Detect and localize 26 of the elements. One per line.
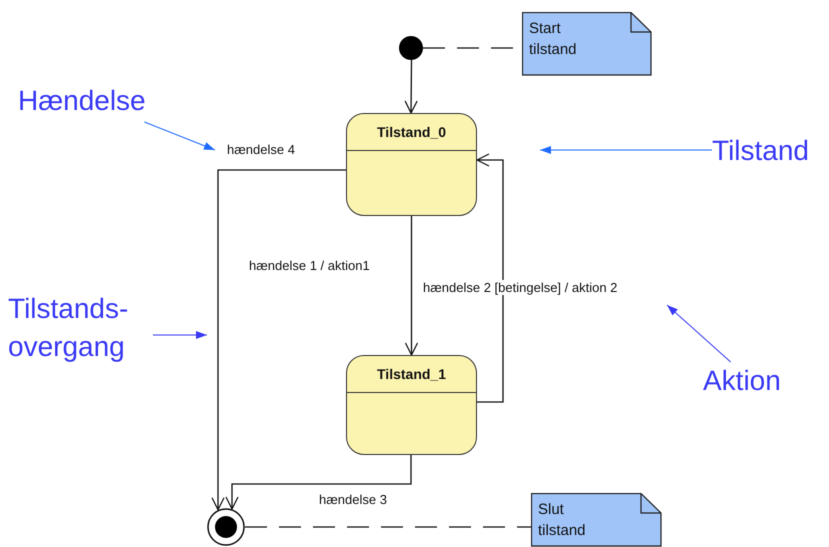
callout-text: Hændelse: [18, 85, 146, 116]
callout-arrow: [152, 331, 208, 339]
callout-arrow: [144, 122, 216, 150]
transition-arrow: [404, 216, 418, 356]
note-text: Start tilstand: [529, 19, 578, 60]
edge-label: hændelse 3: [318, 492, 388, 507]
edge-label: hændelse 2 [betingelse] / aktion 2: [422, 280, 618, 295]
note-connector: [245, 526, 531, 528]
callout-arrow: [540, 146, 712, 154]
note-text: Slut tilstand: [538, 500, 587, 541]
callout-text: Tilstands- overgang: [8, 293, 128, 362]
state-box: [346, 113, 477, 216]
transition-arrow: [225, 455, 412, 510]
state-name: Tilstand_0: [347, 114, 476, 151]
initial-state-dot: [399, 36, 423, 60]
transition-arrow: [211, 169, 346, 510]
edge-label: hændelse 4: [226, 142, 296, 157]
transition-arrow: [476, 153, 504, 403]
callout-arrow: [666, 304, 732, 362]
callout-text: Aktion: [703, 365, 781, 396]
transition-arrow: [404, 60, 418, 114]
state-box: [346, 355, 477, 455]
state-name: Tilstand_1: [347, 356, 476, 393]
callout-text: Tilstand: [712, 135, 810, 166]
edge-label: hændelse 1 / aktion1: [248, 258, 371, 273]
final-state-symbol: [207, 508, 245, 546]
